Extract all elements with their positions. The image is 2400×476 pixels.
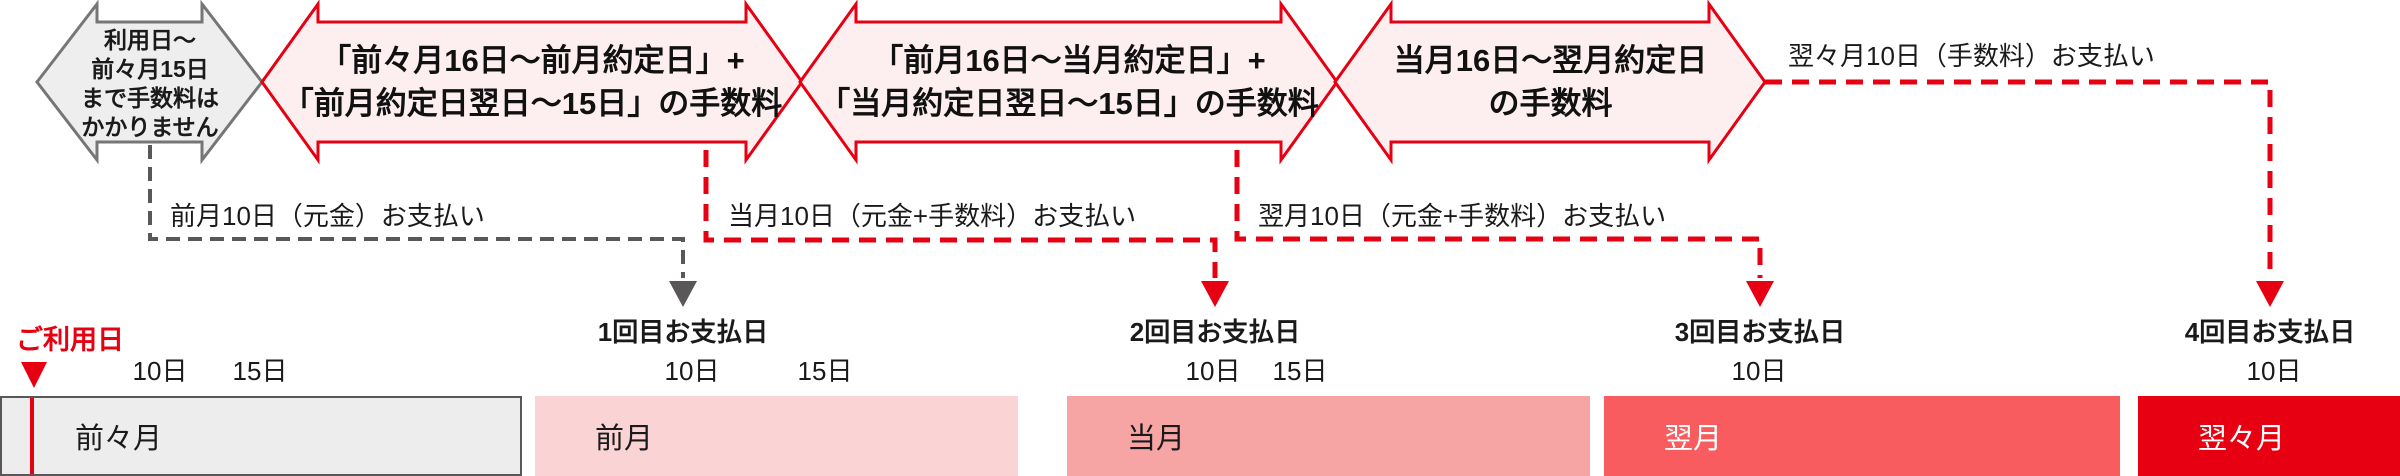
no-fee-note-line: かかりません [81,114,219,140]
no-fee-note-line: まで手数料は [81,85,219,111]
month-bar-next-month: 翌月 [1604,396,2120,476]
day-tick-10: 10日 [132,356,188,386]
month-bar-label: 翌月 [1664,423,1723,455]
month-bar-month-after-next: 翌々月 [2138,396,2400,476]
day-tick-10: 10日 [1731,356,1787,386]
payment-flow-4-dashed-line [1765,79,2273,278]
usage-date-marker-icon [21,362,47,388]
month-bar-two-months-ago: 前々月 [0,396,522,476]
day-tick-10: 10日 [2246,356,2302,386]
month-bar-last-month: 前月 [535,396,1018,476]
payment-date-4-label: 4回目お支払日 [2184,317,2356,347]
payment-flow-1-label: 前月10日（元金）お支払い [170,201,485,231]
fee-period-3-line2: の手数料 [1488,86,1613,121]
no-fee-note: 利用日〜 前々月15日 まで手数料は かかりません [55,26,245,142]
month-bar-this-month: 当月 [1067,396,1590,476]
payment-flow-4-arrowhead-icon [2256,281,2284,307]
no-fee-note-line: 利用日〜 [104,27,196,53]
fee-period-1-line2: 「前月約定日翌日〜15日」の手数料 [282,86,783,121]
day-tick-15: 15日 [797,356,853,386]
payment-flow-4-label: 翌々月10日（手数料）お支払い [1788,41,2155,71]
no-fee-note-line: 前々月15日 [91,56,209,82]
day-tick-15: 15日 [232,356,288,386]
month-bar-label: 当月 [1127,423,1186,455]
payment-flow-2-arrowhead-icon [1201,281,1229,307]
payment-flow-1-arrowhead-icon [669,281,697,307]
payment-date-1-label: 1回目お支払日 [597,317,769,347]
fee-period-2-line1: 「前月16日〜当月約定日」+ [872,43,1266,78]
payment-flow-3-arrowhead-icon [1746,281,1774,307]
fee-period-1-text: 「前々月16日〜前月約定日」+ 「前月約定日翌日〜15日」の手数料 [270,36,795,128]
usage-date-label: ご利用日 [16,325,124,355]
day-tick-15: 15日 [1272,356,1328,386]
month-bar-label: 翌々月 [2198,423,2286,455]
fee-period-3-text: 当月16日〜翌月約定日 の手数料 [1343,36,1758,128]
payment-date-2-label: 2回目お支払日 [1129,317,1301,347]
fee-period-2-line2: 「当月約定日翌日〜15日」の手数料 [819,86,1319,121]
payment-date-3-label: 3回目お支払日 [1674,317,1846,347]
day-tick-10: 10日 [664,356,720,386]
month-bar-label: 前々月 [75,423,163,455]
fee-period-1-line1: 「前々月16日〜前月約定日」+ [320,43,745,78]
payment-flow-3-label: 翌月10日（元金+手数料）お支払い [1258,201,1667,231]
payment-flow-2-label: 当月10日（元金+手数料）お支払い [728,201,1137,231]
day-tick-10: 10日 [1185,356,1241,386]
month-bar-label: 前月 [595,423,654,455]
fee-period-3-line1: 当月16日〜翌月約定日 [1393,43,1708,78]
fee-period-2-text: 「前月16日〜当月約定日」+ 「当月約定日翌日〜15日」の手数料 [808,36,1330,128]
usage-date-line [30,398,34,474]
